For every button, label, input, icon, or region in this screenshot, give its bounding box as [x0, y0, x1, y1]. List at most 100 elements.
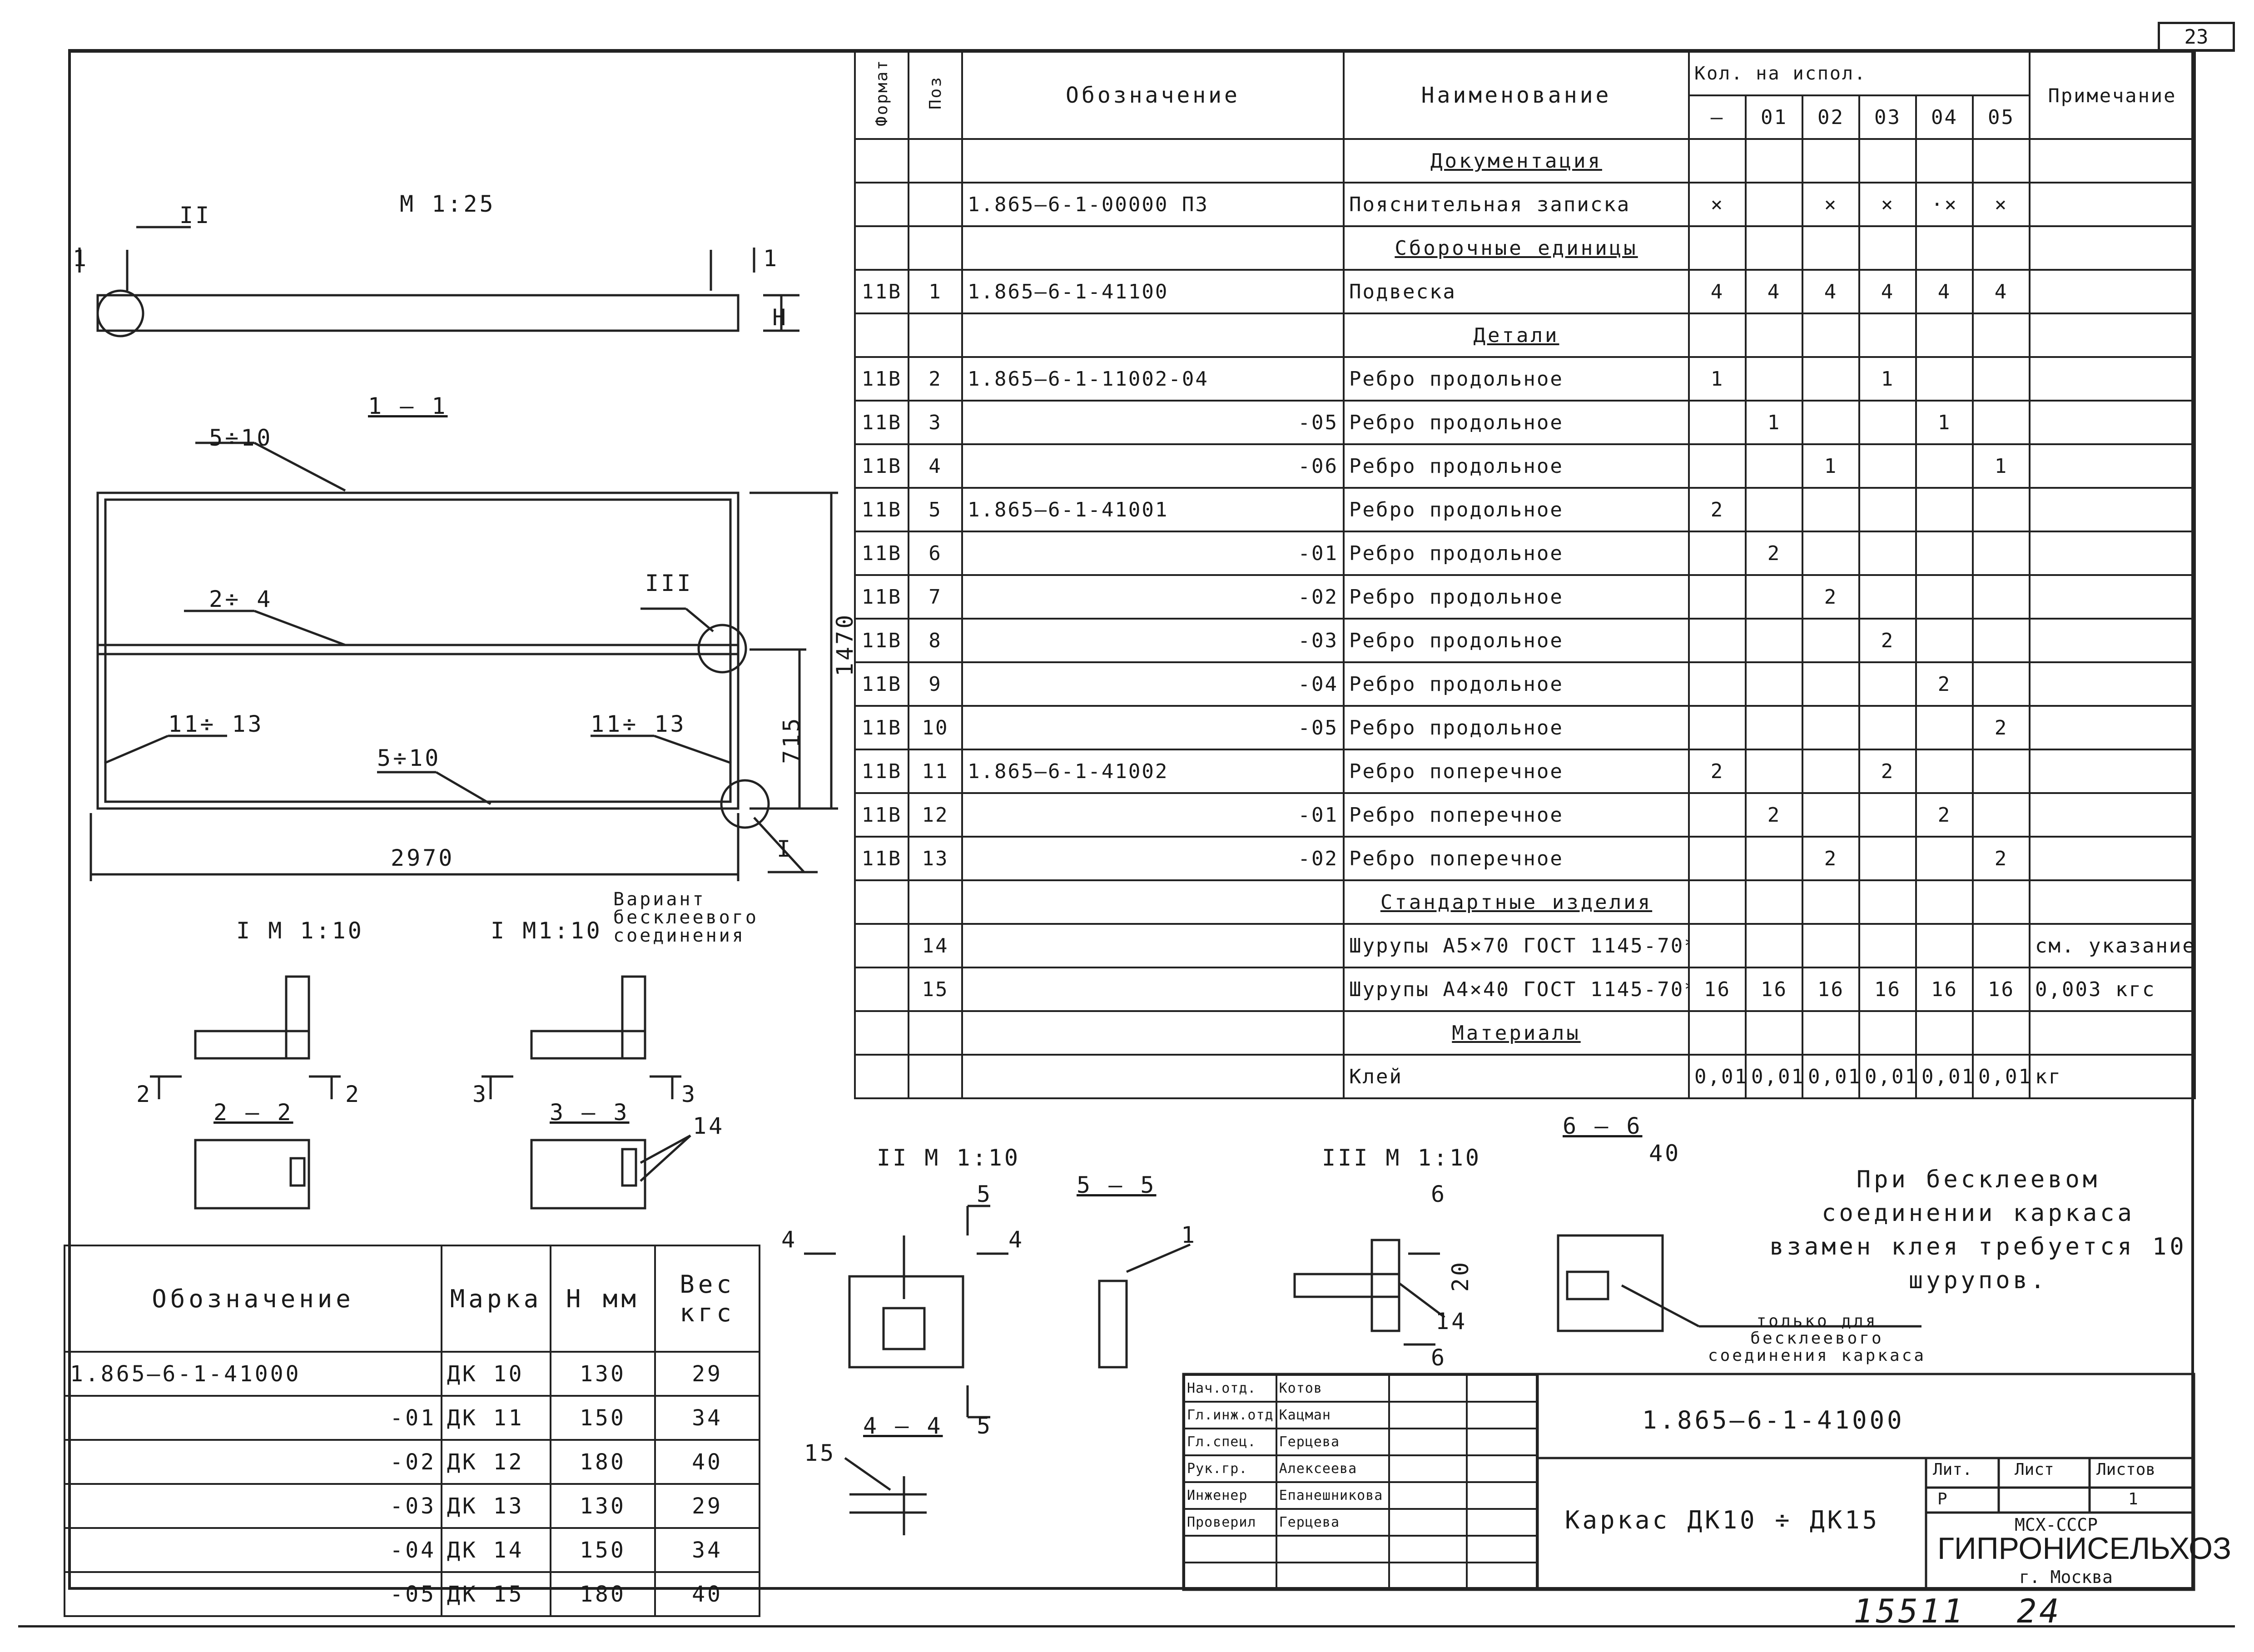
qty-cell: 2	[1858, 618, 1917, 663]
stamp-role: Инженер	[1183, 1481, 1277, 1510]
designation-cell: -05	[961, 400, 1345, 445]
qty-cell	[1915, 443, 1974, 489]
qty-cell	[1915, 313, 1974, 358]
qty-cell	[1971, 487, 2031, 532]
mark-3-left: 3	[472, 1081, 489, 1107]
position-cell: 8	[908, 618, 963, 663]
note-cell: 0,003 кгс	[2029, 967, 2196, 1012]
stamp-empty-cell	[1183, 1535, 1277, 1563]
qty-cell	[1745, 487, 1803, 532]
qty-cell	[1688, 836, 1747, 881]
detail-II-circle	[96, 289, 144, 337]
name-cell: Ребро продольное	[1343, 574, 1690, 620]
signature-cell	[1388, 1374, 1468, 1403]
dim-height-half: 715	[778, 716, 805, 764]
position-cell: 1	[908, 269, 963, 314]
mark-designation: -05	[64, 1571, 442, 1617]
stamp-role: Гл.инж.отд	[1183, 1401, 1277, 1429]
name-cell: Ребро продольное	[1343, 443, 1690, 489]
section-row: Сборочные единицы	[854, 225, 2196, 271]
qty-cell	[1915, 923, 1974, 968]
qty-cell	[1915, 1010, 1974, 1056]
note-cell	[2029, 356, 2196, 402]
col-format-header: Формат	[854, 51, 909, 140]
marks-mark-header: Марка	[441, 1245, 551, 1353]
stamp-row: Нач.отд.Котов	[1183, 1374, 1538, 1403]
mark-5-top: 5	[977, 1181, 993, 1207]
qty-cell	[1915, 531, 1974, 576]
stamp-name: Кацман	[1275, 1401, 1390, 1429]
col-qty-group-header: Кол. на испол.	[1688, 51, 2031, 96]
sheet-label: Лист	[2015, 1460, 2054, 1479]
date-cell	[1466, 1454, 1538, 1483]
qty-cell	[1802, 792, 1860, 838]
qty-cell	[1688, 705, 1747, 750]
mark-height: 150	[550, 1527, 656, 1573]
name-cell: Ребро поперечное	[1343, 749, 1690, 794]
name-cell: Ребро продольное	[1343, 705, 1690, 750]
dim-length: 2970	[391, 845, 455, 871]
qty-cell: 4	[1745, 269, 1803, 314]
name-cell: Ребро поперечное	[1343, 836, 1690, 881]
page-number: 23	[2158, 22, 2235, 50]
qty-cell	[1971, 574, 2031, 620]
position-cell: 5	[908, 487, 963, 532]
qty-cell: 1	[1915, 400, 1974, 445]
qty-cell	[1802, 356, 1860, 402]
mark-weight: 34	[654, 1395, 760, 1441]
qty-cell	[1971, 138, 2031, 184]
qty-cell	[1802, 531, 1860, 576]
qty-cell	[1745, 836, 1803, 881]
note-cell	[2029, 792, 2196, 838]
note-cell	[2029, 618, 2196, 663]
qty-cell	[1858, 443, 1917, 489]
pos-14-label: 14	[693, 1113, 725, 1139]
detail-II-title: II М 1:10	[877, 1145, 1020, 1171]
qty-cell	[1858, 705, 1917, 750]
stamp-empty-cell	[1275, 1535, 1390, 1563]
position-cell	[908, 138, 963, 184]
section-row: Материалы	[854, 1010, 2196, 1056]
org-city: г. Москва	[2019, 1567, 2113, 1587]
qty-cell	[1971, 661, 2031, 707]
mark-designation: -01	[64, 1395, 442, 1441]
stamp-role: Нач.отд.	[1183, 1374, 1277, 1403]
qty-cell	[1745, 138, 1803, 184]
qty-cell	[1688, 879, 1747, 925]
qty-col-04: 04	[1915, 94, 1974, 140]
sheet-number-handwritten: 24	[2017, 1592, 2062, 1630]
name-cell: Ребро продольное	[1343, 487, 1690, 532]
designation-cell	[961, 225, 1345, 271]
signature-cell	[1388, 1508, 1468, 1537]
mark-height: 130	[550, 1483, 656, 1529]
designation-cell: -02	[961, 836, 1345, 881]
qty-cell: 1	[1971, 443, 2031, 489]
position-cell	[908, 1054, 963, 1099]
section-6-6-title: 6 — 6	[1563, 1113, 1643, 1139]
mark-6-top: 6	[1431, 1181, 1447, 1207]
section-row: Детали	[854, 313, 2196, 358]
format-cell: 11В	[854, 749, 909, 794]
dim-40: 40	[1649, 1140, 1681, 1166]
mark-4-right: 4	[1008, 1226, 1025, 1253]
qty-cell	[1745, 618, 1803, 663]
mark-weight: 34	[654, 1527, 760, 1573]
format-cell	[854, 138, 909, 184]
format-cell: 11В	[854, 836, 909, 881]
position-cell: 12	[908, 792, 963, 838]
note-cell	[2029, 313, 2196, 358]
qty-cell	[1802, 313, 1860, 358]
format-cell	[854, 967, 909, 1012]
format-cell: 11В	[854, 269, 909, 314]
qty-cell: 1	[1688, 356, 1747, 402]
section-3-3-title: 3 — 3	[550, 1099, 630, 1126]
qty-cell: 4	[1688, 269, 1747, 314]
name-cell: Подвеска	[1343, 269, 1690, 314]
section-mark-right: 1	[763, 245, 779, 272]
designation-cell	[961, 1010, 1345, 1056]
format-cell: 11В	[854, 356, 909, 402]
